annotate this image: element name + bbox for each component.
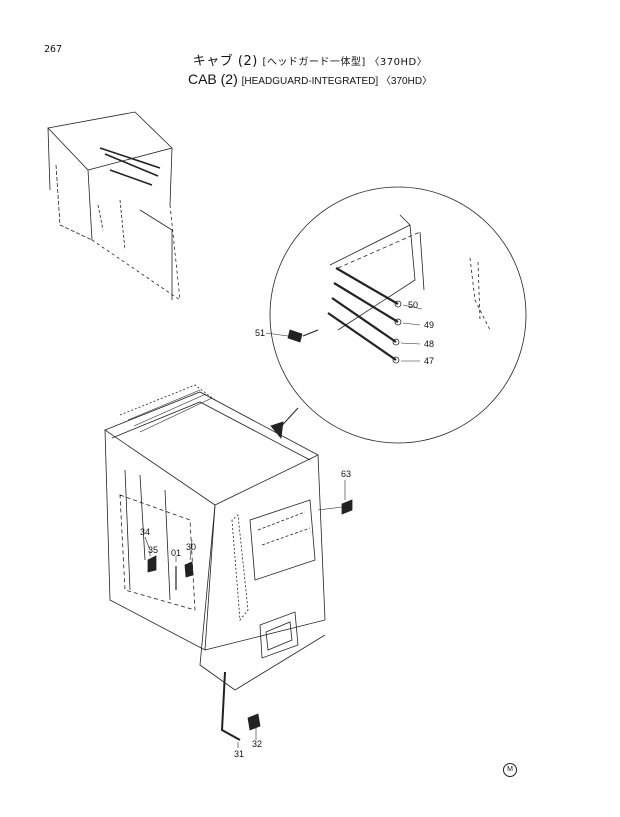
cab-overview-sketch [47,111,181,301]
callout-47: 47 [424,356,435,366]
callout-63: 63 [341,469,352,479]
title-english: CAB (2) [HEADGUARD-INTEGRATED] 〈370HD〉 [0,71,620,87]
title-english-main: CAB (2) [187,71,238,87]
title-japanese-main: キャブ (2) [192,54,258,69]
callout-01: 01 [171,548,182,558]
callout-51: 51 [255,328,266,338]
callout-35: 35 [148,545,159,555]
manufacturer-mark-icon: M [503,763,517,777]
callout-31: 31 [234,749,245,759]
callout-49: 49 [424,320,435,330]
callout-50: 50 [408,300,419,310]
detail-magnifier-circle [265,186,527,444]
title-japanese-sub: [ヘッドガード一体型] 〈370HD〉 [262,57,428,68]
callout-34: 34 [140,527,151,537]
callout-48: 48 [424,339,435,349]
page-number: 267 [44,44,63,55]
title-japanese: キャブ (2) [ヘッドガード一体型] 〈370HD〉 [0,50,620,69]
title-english-sub: [HEADGUARD-INTEGRATED] 〈370HD〉 [241,76,433,87]
main-cab-frame [104,384,353,748]
callout-32: 32 [252,739,263,749]
callout-30: 30 [186,542,197,552]
